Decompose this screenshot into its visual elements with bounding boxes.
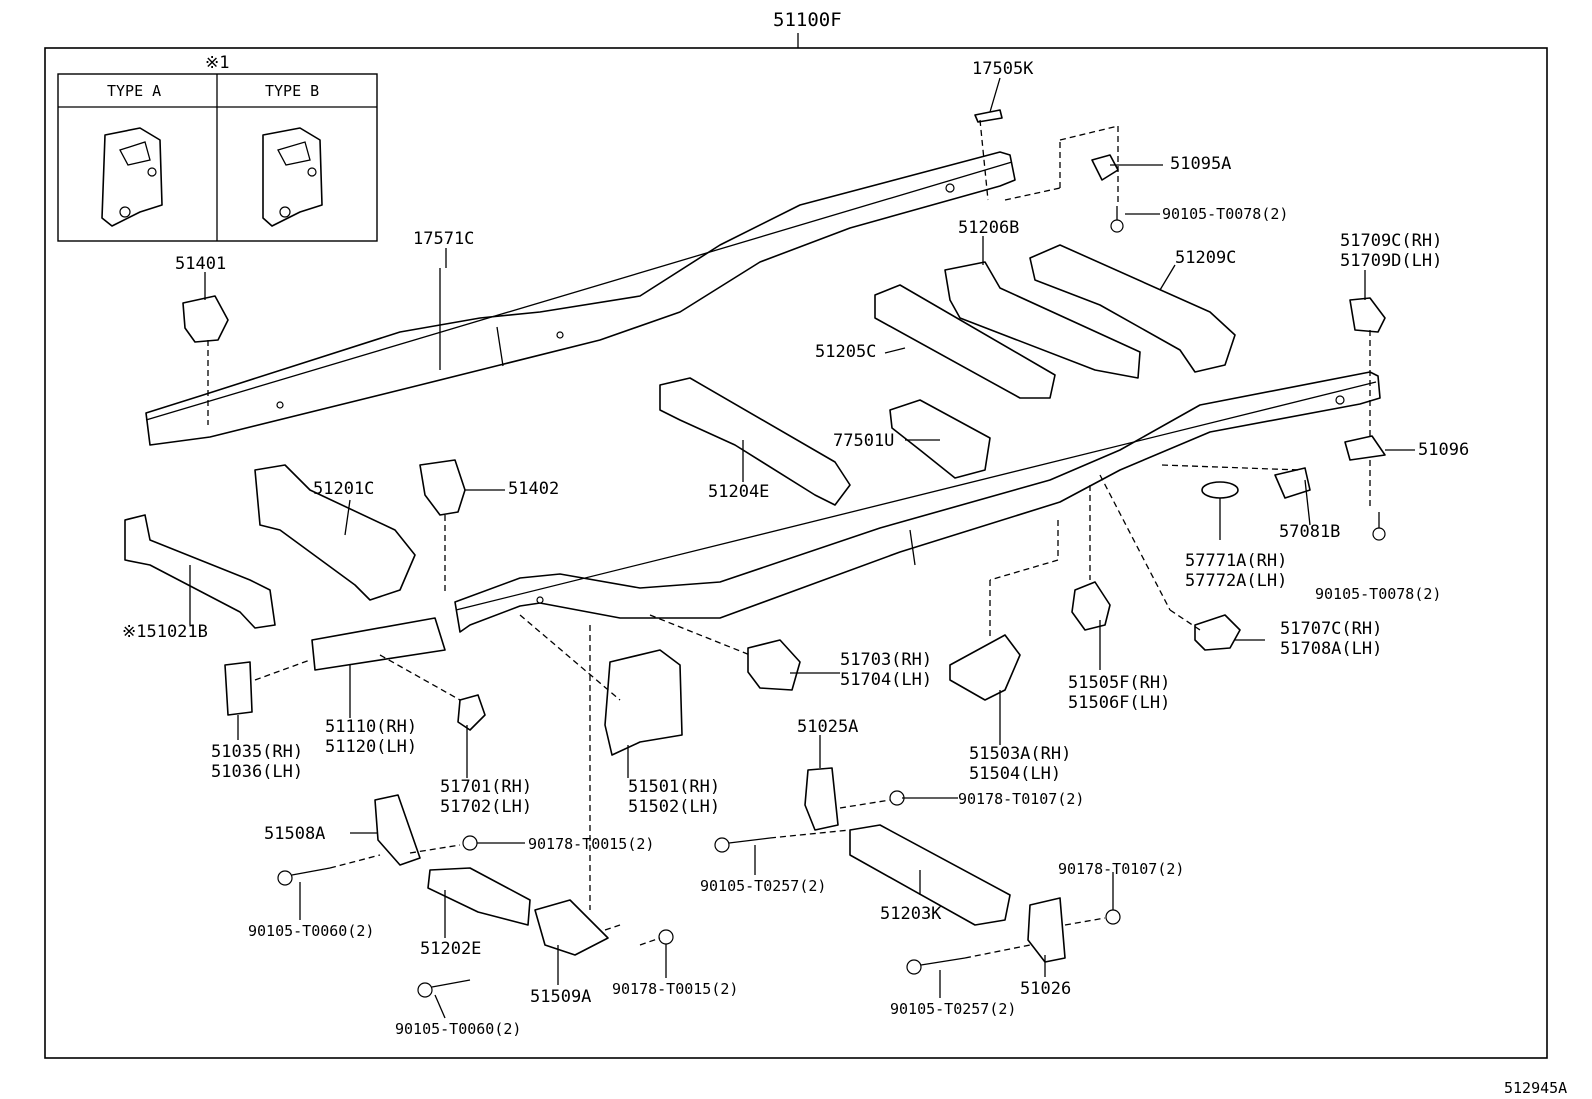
- bolt-label: 90105-T0060(2): [248, 922, 375, 940]
- part-label: 51505F(RH): [1068, 673, 1171, 693]
- bracket-51508A-icon: [374, 794, 421, 866]
- clip-17505K-icon: [974, 109, 1003, 123]
- crossmember-51206B-icon: [944, 261, 1141, 379]
- fasteners: [277, 206, 1386, 998]
- crossmember-51201C-icon: [254, 464, 416, 601]
- bolt-label: 90178-T0107(2): [1058, 860, 1185, 878]
- bracket-51503A-icon: [949, 634, 1021, 701]
- bracket-51401-icon: [182, 295, 229, 343]
- part-label: 51095A: [1170, 154, 1232, 174]
- bolt-label: 90178-T0107(2): [958, 790, 1085, 808]
- part-label: 51501(RH): [628, 777, 721, 797]
- part-label: 51204E: [708, 482, 770, 502]
- bracket-51707C-icon: [1194, 614, 1241, 651]
- part-label: 51096: [1418, 440, 1470, 460]
- bracket-51402-icon: [419, 459, 466, 516]
- part-label: 51206B: [958, 218, 1020, 238]
- part-label: 51708A(LH): [1280, 639, 1383, 659]
- part-label: 51509A: [530, 987, 592, 1007]
- part-label: 51025A: [797, 717, 859, 737]
- part-label: 51205C: [815, 342, 877, 362]
- part-label: 51504(LH): [969, 764, 1062, 784]
- bracket-51709C-icon: [1349, 297, 1386, 333]
- part-label: 51709C(RH): [1340, 231, 1443, 251]
- part-label: 57772A(LH): [1185, 571, 1288, 591]
- part-label: 51120(LH): [325, 737, 418, 757]
- type-b-bracket-icon: [262, 127, 323, 227]
- part-label: 51506F(LH): [1068, 693, 1171, 713]
- bracket-51509A-icon: [534, 899, 609, 956]
- bracket-51025A-icon: [804, 767, 839, 831]
- part-label: 51702(LH): [440, 797, 533, 817]
- crossmember-51203K-icon: [849, 824, 1011, 926]
- bolt-label: 90178-T0015(2): [528, 835, 655, 853]
- inset-note: ※1: [205, 53, 230, 73]
- part-label: 51508A: [264, 824, 326, 844]
- part-label: 51036(LH): [211, 762, 304, 782]
- bracket-51501-icon: [604, 649, 683, 756]
- upper-frame-rail: [145, 151, 1016, 446]
- part-label: 51110(RH): [325, 717, 418, 737]
- bracket-51703-icon: [747, 639, 801, 691]
- part-label: 51402: [508, 479, 560, 499]
- bolt-label: 90105-T0078(2): [1162, 205, 1289, 223]
- part-label: 51401: [175, 254, 227, 274]
- bracket-77501U-icon: [889, 399, 991, 479]
- bolt-label: 90105-T0078(2): [1315, 585, 1442, 603]
- part-label: 51709D(LH): [1340, 251, 1443, 271]
- diagram-frame: [44, 47, 1548, 1059]
- inset-type-a-label: TYPE A: [107, 82, 162, 100]
- part-label: 51703(RH): [840, 650, 933, 670]
- part-label: 51503A(RH): [969, 744, 1072, 764]
- part-label: 17571C: [413, 229, 475, 249]
- part-label: 51707C(RH): [1280, 619, 1383, 639]
- cushion-57771A-icon: [1201, 481, 1239, 499]
- type-a-bracket-icon: [101, 127, 163, 227]
- part-label: 57081B: [1279, 522, 1341, 542]
- part-label: 51704(LH): [840, 670, 933, 690]
- part-label: ※151021B: [122, 622, 208, 642]
- leader-lines: [189, 77, 1415, 1019]
- part-label: 77501U: [833, 431, 895, 451]
- bolt-label: 90105-T0257(2): [890, 1000, 1017, 1018]
- bracket-51095A-icon: [1091, 154, 1119, 181]
- bracket-51096-icon: [1344, 435, 1386, 461]
- part-label: 51502(LH): [628, 797, 721, 817]
- crossmember-51209C-icon: [1029, 244, 1236, 373]
- crossmember-51204E-icon: [659, 377, 851, 506]
- part-label: 51203K: [880, 904, 942, 924]
- part-label: 51026: [1020, 979, 1072, 999]
- part-label: 51209C: [1175, 248, 1237, 268]
- bolt-label: 90105-T0060(2): [395, 1020, 522, 1038]
- part-label: 51701(RH): [440, 777, 533, 797]
- figure-code: 512945A: [1504, 1079, 1568, 1097]
- part-label: 17505K: [972, 59, 1034, 79]
- bolt-label: 90105-T0257(2): [700, 877, 827, 895]
- part-label: 57771A(RH): [1185, 551, 1288, 571]
- crossmember-51205C-icon: [874, 284, 1056, 399]
- part-label: 51035(RH): [211, 742, 304, 762]
- inset-box: [57, 73, 378, 242]
- bracket-51701-icon: [457, 694, 486, 731]
- inset-type-b-label: TYPE B: [265, 82, 320, 100]
- part-label: 51201C: [313, 479, 375, 499]
- bracket-51505F-icon: [1071, 581, 1111, 631]
- bolt-label: 90178-T0015(2): [612, 980, 739, 998]
- part-label: 51202E: [420, 939, 482, 959]
- crossmember-51021B-icon: [124, 514, 276, 629]
- bracket-51026-icon: [1027, 897, 1066, 963]
- plate-51035-icon: [224, 661, 253, 716]
- frame-extension-51110-icon: [311, 617, 446, 671]
- diagram-title: 51100F: [773, 9, 842, 31]
- crossmember-51202E-icon: [427, 867, 531, 926]
